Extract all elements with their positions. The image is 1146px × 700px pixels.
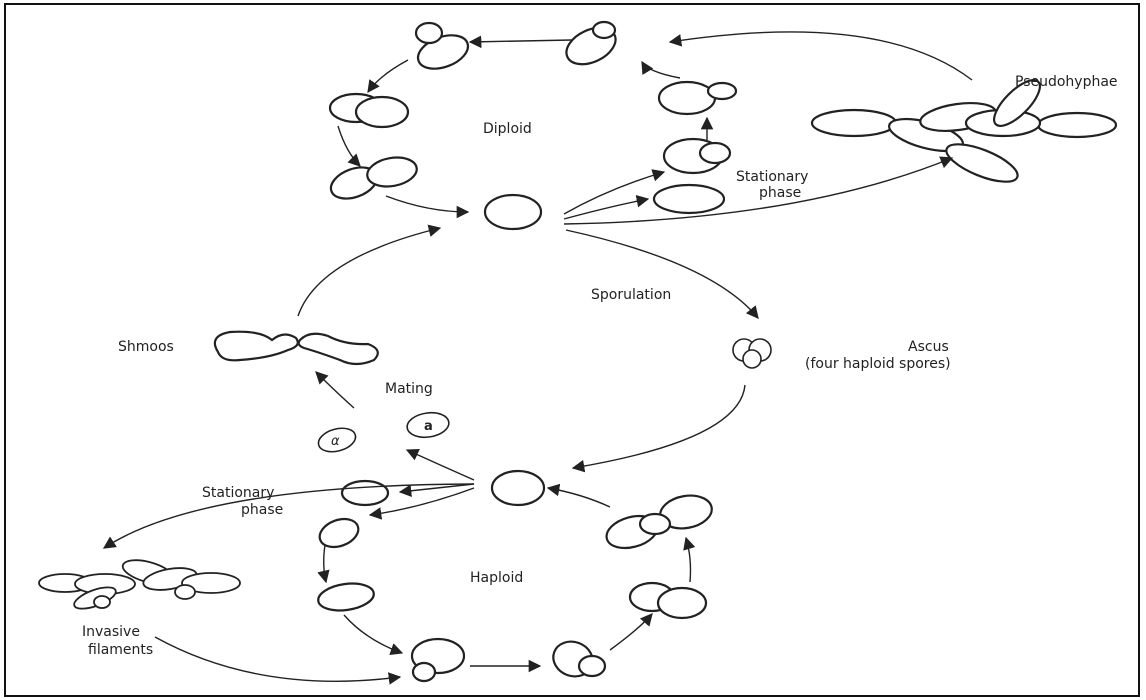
label-stationary-bottom-1: Stationary: [202, 485, 274, 501]
label-haploid: Haploid: [470, 570, 523, 586]
invasive-filament-cells: [38, 559, 241, 610]
diploid-stationary-cell: [652, 183, 726, 215]
haploid-cycle: [102, 448, 713, 685]
arrow-diploid-pseudohyphae: [563, 156, 954, 225]
arrow-pseudohyphae-return: [668, 31, 973, 81]
label-shmoos: Shmoos: [118, 339, 174, 355]
label-diploid: Diploid: [483, 121, 532, 137]
arrow-right-up: [641, 60, 681, 79]
label-sporulation: Sporulation: [591, 287, 671, 303]
arrow-mating-to-shmoos: [315, 371, 355, 409]
arrow-right-to-haploid: [546, 483, 611, 508]
arrow-to-diploid: [385, 195, 470, 219]
haploid-stationary-cell: [340, 479, 390, 507]
label-invasive-2: filaments: [88, 642, 153, 658]
arrow-haploid-stationary: [398, 483, 475, 498]
haploid-budding-cell-right-top: [605, 494, 713, 550]
arrow-left-down-2: [343, 614, 404, 656]
haploid-budding-cell-left: [317, 582, 375, 612]
diploid-budding-cell-stationary: [662, 137, 732, 175]
arrow-haploid-budding: [368, 487, 475, 520]
arrow-shmoos-to-diploid: [297, 224, 442, 317]
haploid-budding-cell-left-top: [318, 517, 360, 549]
arrow-ascus-to-haploid: [571, 384, 746, 473]
diploid-budding-cell-right: [657, 80, 738, 116]
label-invasive-1: Invasive: [82, 624, 140, 640]
haploid-budding-cell-right: [628, 581, 708, 620]
diploid-cell: [483, 193, 543, 231]
arrow-diploid-stationary-2: [563, 194, 650, 220]
haploid-budding-cell-bottom-right: [552, 640, 607, 678]
label-stationary-top-1: Stationary: [736, 169, 808, 185]
arrow-right-up: [683, 536, 696, 583]
label-mating: Mating: [385, 381, 433, 397]
haploid-budding-cell-bottom-left: [410, 637, 466, 683]
arrow-top: [468, 35, 573, 49]
shmoo-cells: [213, 330, 379, 366]
label-stationary-bottom-2: phase: [241, 502, 283, 518]
arrow-invasive-to-bottom: [154, 636, 402, 685]
label-mating-type-alpha: α: [331, 434, 340, 449]
mating-cell-alpha: [317, 427, 357, 453]
label-stationary-top-2: phase: [759, 185, 801, 201]
arrow-sporulation: [565, 229, 759, 319]
diploid-budding-cell-left: [328, 92, 410, 129]
ascus-cells: [732, 338, 772, 369]
mating-cell-a: [406, 411, 450, 439]
arrow-top-left: [367, 59, 409, 94]
haploid-cell: [490, 469, 546, 507]
diploid-budding-cell-lower-left: [329, 156, 418, 200]
arrow-left-down-1: [317, 544, 330, 584]
arrow-bottom-right: [609, 613, 653, 651]
diploid-budding-cell-top-right: [565, 20, 617, 66]
diploid-budding-cell-top-left: [414, 21, 470, 70]
arrow-haploid-to-mating: [405, 448, 475, 481]
arrow-diploid-stationary-1: [563, 169, 666, 215]
label-mating-type-a: a: [424, 419, 433, 434]
label-pseudohyphae: Pseudohyphae: [1015, 74, 1118, 90]
arrow-left-down: [337, 125, 361, 167]
label-ascus-2: (four haploid spores): [805, 356, 951, 372]
pseudohyphae-cells: [810, 79, 1118, 183]
arrow-haploid-invasive: [102, 483, 475, 549]
diploid-cycle: [328, 20, 1118, 231]
label-ascus-1: Ascus: [908, 339, 949, 355]
